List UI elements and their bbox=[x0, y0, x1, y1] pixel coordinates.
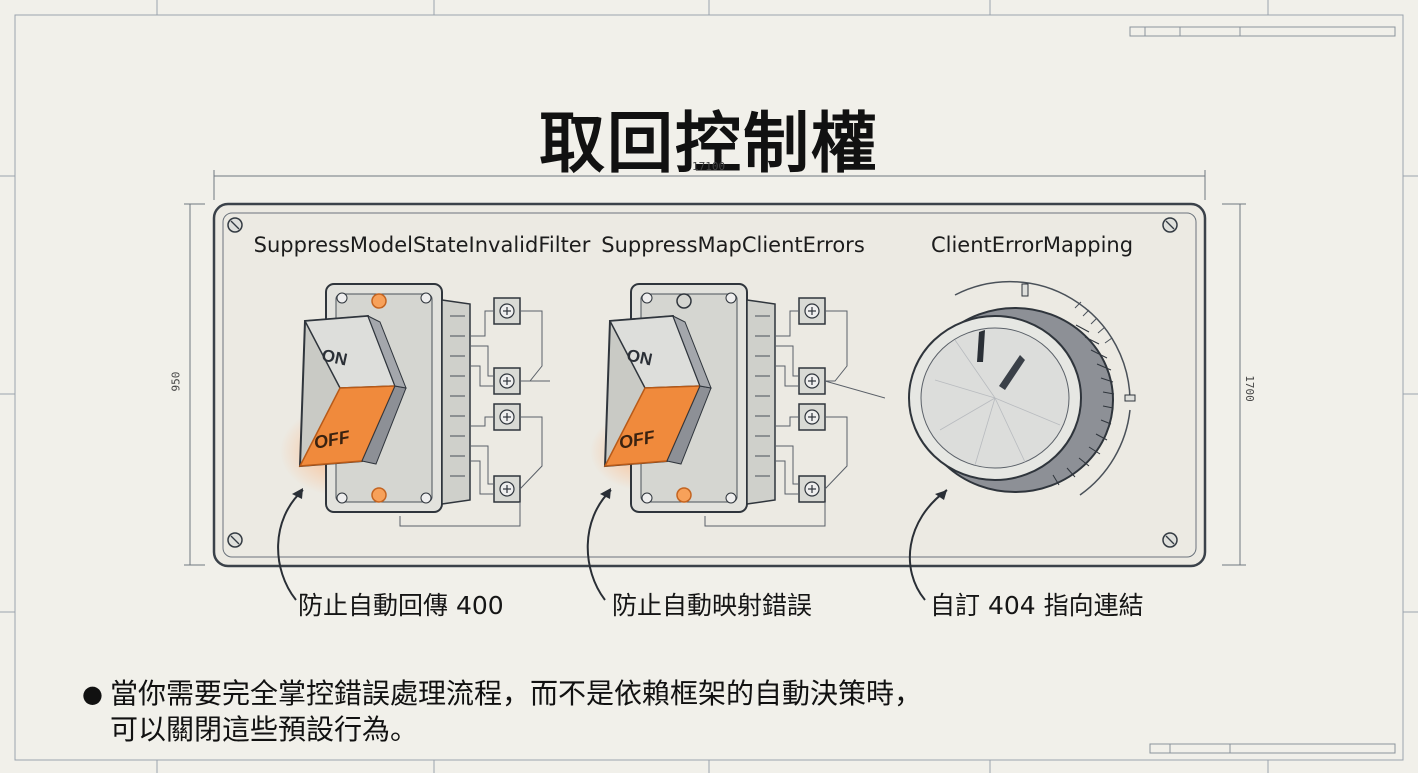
switch-2-caption: 防止自動映射錯誤 bbox=[612, 591, 813, 620]
switch-1-label: SuppressModelStateInvalidFilter bbox=[253, 233, 591, 257]
left-height-dimension-label: 950 bbox=[169, 371, 183, 392]
rotary-knob-client-error-mapping[interactable] bbox=[895, 280, 1145, 510]
switch-2-on-text: ON bbox=[625, 346, 654, 370]
knob-label: ClientErrorMapping bbox=[930, 233, 1134, 257]
bullet-line-1: 當你需要完全掌控錯誤處理流程，而不是依賴框架的自動決策時， bbox=[110, 677, 923, 710]
bullet-icon: ● bbox=[82, 680, 103, 708]
bullet-line-2: 可以關閉這些預設行為。 bbox=[110, 713, 419, 746]
rocker-switch-suppress-map-errors[interactable]: ON OFF bbox=[585, 276, 885, 536]
switch-1-on-text: ON bbox=[320, 346, 349, 370]
knob-caption: 自訂 404 指向連結 bbox=[930, 591, 1144, 620]
right-height-dimension-label: 1700 bbox=[1242, 375, 1256, 402]
switch-2-label: SuppressMapClientErrors bbox=[601, 233, 865, 257]
rocker-switch-suppress-model-state[interactable]: ON OFF bbox=[280, 276, 580, 536]
width-dimension-label: 17100 bbox=[692, 160, 726, 173]
page-title: 取回控制權 bbox=[539, 104, 879, 183]
switch-1-caption: 防止自動回傳 400 bbox=[298, 591, 504, 620]
